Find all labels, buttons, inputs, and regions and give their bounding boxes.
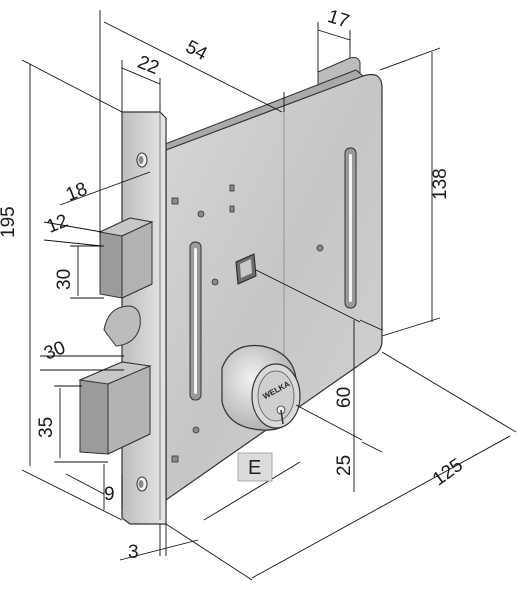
dim-3: 3 xyxy=(128,542,139,563)
dim-gap-30: 30 xyxy=(41,337,68,364)
dim-12: 12 xyxy=(44,210,71,237)
cylinder-label-box: E xyxy=(237,452,273,482)
dim-18: 18 xyxy=(63,179,90,206)
dimension-lines xyxy=(21,10,517,581)
cylinder: WELKA xyxy=(221,344,301,431)
spindle-hole xyxy=(235,253,257,285)
dim-60: 60 xyxy=(334,387,355,408)
dim-35: 35 xyxy=(36,417,57,438)
case-slots xyxy=(189,147,357,401)
dead-bolt xyxy=(78,361,152,455)
rivets xyxy=(171,184,324,463)
dim-125: 125 xyxy=(429,455,467,491)
dim-195: 195 xyxy=(0,206,19,238)
dim-138: 138 xyxy=(430,168,451,200)
dim-25: 25 xyxy=(334,455,355,476)
cylinder-label: E xyxy=(248,457,261,479)
latch-bolt xyxy=(98,217,154,299)
dim-9: 9 xyxy=(104,484,115,505)
auxiliary-latch xyxy=(103,305,141,347)
dim-54: 54 xyxy=(182,36,211,65)
dim-17: 17 xyxy=(325,6,352,33)
dim-latch-30: 30 xyxy=(54,269,75,290)
